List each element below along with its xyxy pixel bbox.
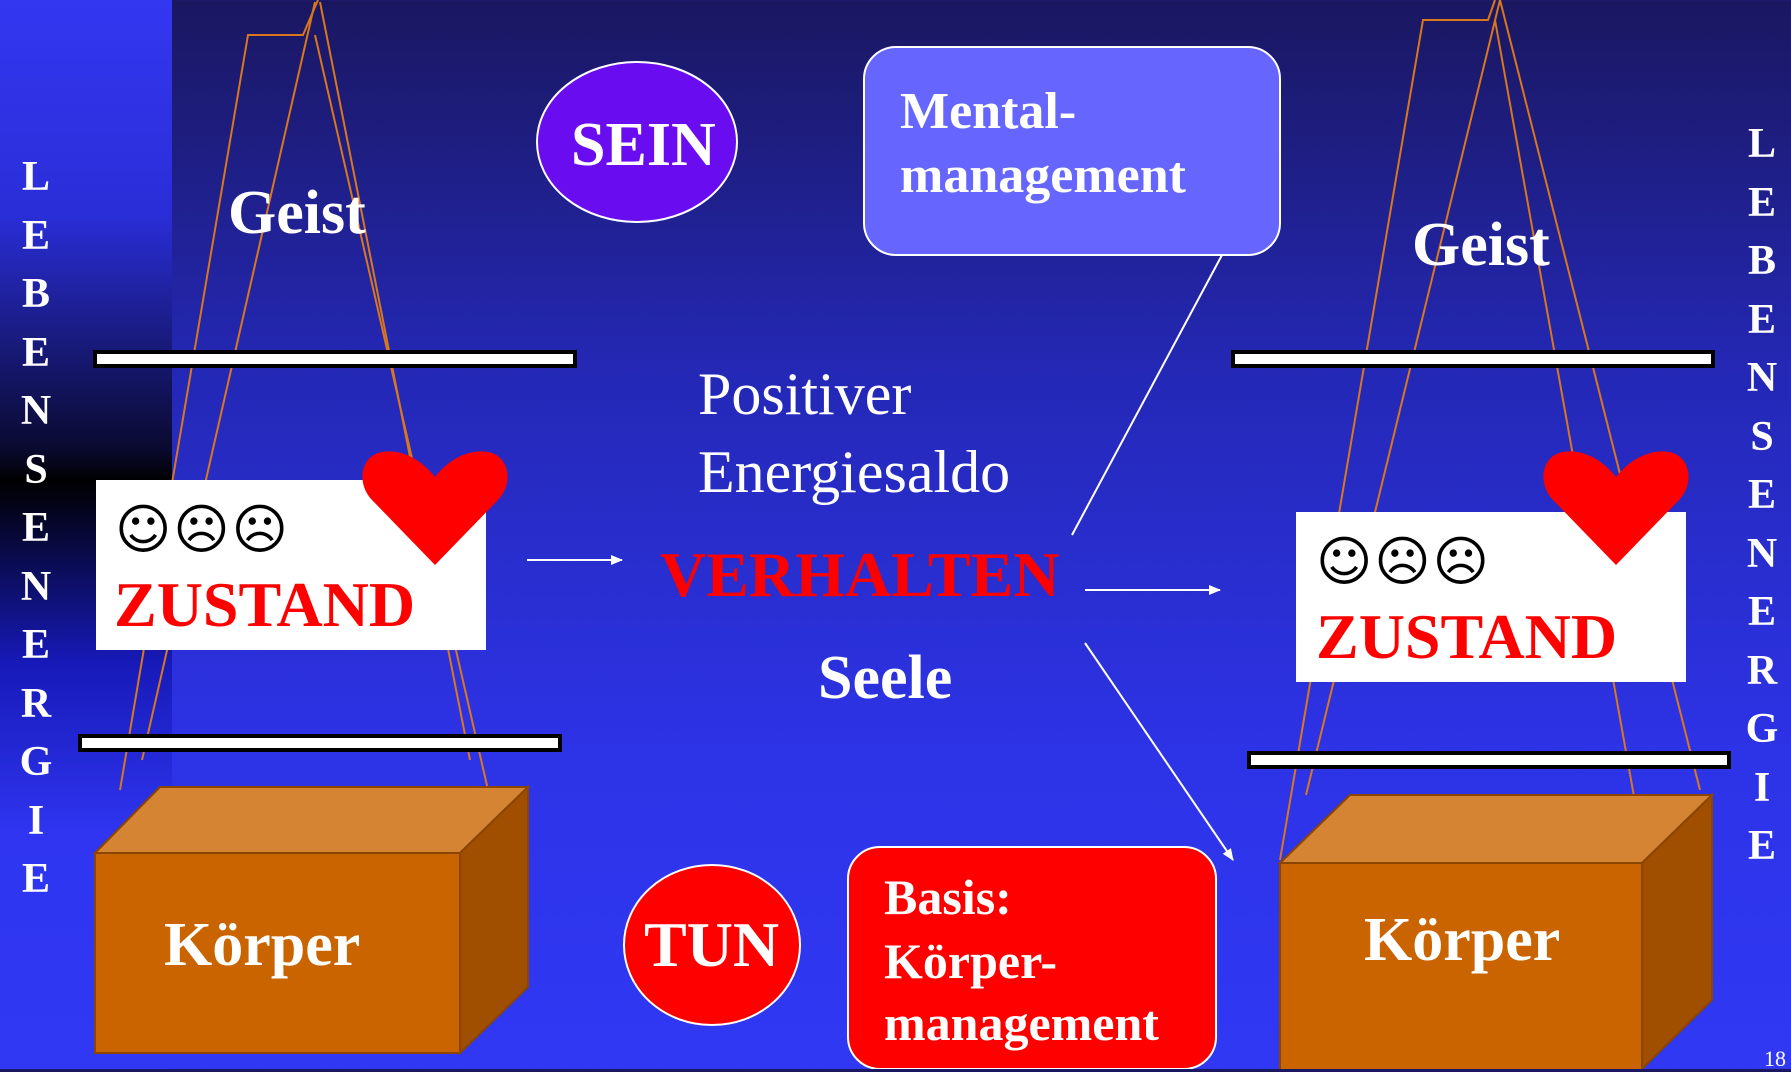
sein-oval: [536, 61, 738, 223]
left-vertical-letter: E: [21, 329, 50, 376]
right-lower-shelf: [1247, 751, 1731, 769]
tun-oval: [623, 864, 801, 1026]
left-vertical-letter: R: [20, 680, 52, 727]
left-vertical-letter: B: [21, 271, 50, 317]
positiver-label: Positiver: [698, 361, 912, 427]
tun-label: TUN: [644, 909, 780, 980]
right-vertical-letter: E: [1747, 589, 1776, 635]
right-vertical-letter: L: [1747, 121, 1776, 167]
basis-box: [847, 846, 1217, 1069]
energiesaldo-label: Energiesaldo: [698, 439, 1011, 505]
right-emoticons: ☺☹☹: [1316, 530, 1491, 593]
left-pyramid: [119, 0, 489, 791]
right-zustand-label: ZUSTAND: [1316, 601, 1618, 672]
left-lower-shelf: [78, 734, 562, 752]
left-koerper-box: [92, 784, 531, 1056]
left-vertical-letter: L: [21, 154, 50, 200]
basis-line2: Körper-: [884, 933, 1058, 989]
right-vertical-letter: E: [1747, 179, 1776, 226]
right-vertical-letter: N: [1746, 355, 1778, 401]
left-emoticons: ☺☹☹: [115, 498, 290, 561]
left-vertical-letter: S: [24, 446, 48, 493]
left-vertical-letter: N: [20, 563, 52, 610]
right-geist-label: Geist: [1412, 211, 1550, 279]
left-vertical-letter: E: [21, 856, 50, 902]
page-number: 18: [1764, 1046, 1786, 1071]
right-pyramid: [1279, 0, 1701, 861]
left-vertical-letter: N: [20, 388, 52, 434]
basis-line1: Basis:: [884, 869, 1012, 925]
left-koerper-label: Körper: [164, 911, 361, 979]
arrow-to-right-koerper: [1084, 642, 1234, 861]
right-koerper-box: [1277, 792, 1715, 1069]
right-vertical-letter: E: [1747, 296, 1776, 343]
left-vertical-letter: E: [21, 212, 50, 259]
sein-label: SEIN: [571, 111, 716, 179]
verhalten-label: VERHALTEN: [660, 539, 1060, 610]
right-vertical-letter: N: [1746, 530, 1778, 577]
left-vertical-letter: E: [21, 622, 50, 668]
right-vertical-letter: S: [1750, 413, 1774, 460]
right-vertical-letter: E: [1747, 472, 1776, 518]
mental-management-box: [863, 46, 1281, 256]
left-zustand-label: ZUSTAND: [114, 569, 416, 640]
left-geist-label: Geist: [228, 179, 366, 247]
basis-line3: management: [884, 995, 1159, 1051]
right-vertical-letter: R: [1746, 647, 1778, 694]
right-vertical-letter: G: [1745, 706, 1779, 752]
seele-label: Seele: [818, 644, 953, 712]
left-upper-shelf: [93, 350, 577, 368]
right-upper-shelf: [1231, 350, 1715, 368]
mental-management-line2: management: [900, 147, 1186, 204]
right-vertical-letter: B: [1747, 238, 1776, 284]
mental-management-line1: Mental-: [900, 83, 1077, 140]
left-vertical-letter: I: [27, 797, 45, 844]
left-vertical-letter: E: [21, 505, 50, 551]
right-vertical-letter: E: [1747, 823, 1776, 869]
left-vertical-letter: G: [19, 739, 53, 785]
right-koerper-label: Körper: [1364, 906, 1561, 974]
right-vertical-letter: I: [1753, 764, 1771, 811]
right-heart-icon: [1543, 451, 1689, 565]
mental-connector-line: [1071, 254, 1223, 536]
left-heart-icon: [362, 451, 508, 565]
